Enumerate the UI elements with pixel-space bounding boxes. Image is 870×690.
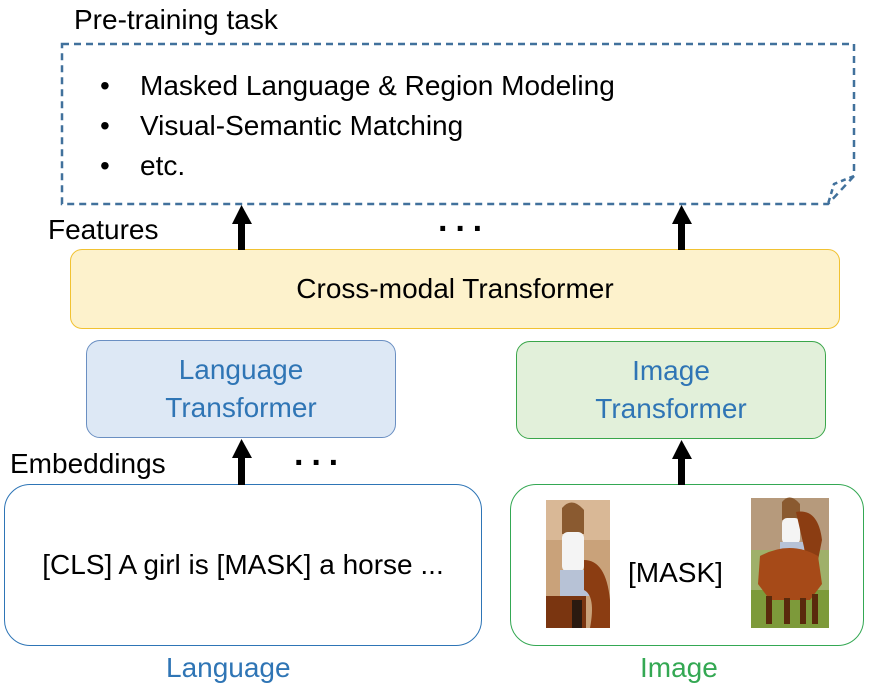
language-transformer: Language Transformer [86, 340, 396, 438]
task-item-label: Masked Language & Region Modeling [140, 70, 615, 101]
ellipsis-features: ··· [438, 210, 490, 248]
bullet: • [100, 110, 110, 141]
arrow-embeddings-left [232, 439, 252, 485]
language-input-box: [CLS] A girl is [MASK] a horse ... [4, 484, 482, 646]
features-label: Features [48, 214, 159, 245]
image-region-horse [751, 497, 829, 628]
image-mask-token: [MASK] [628, 557, 723, 588]
pretraining-title: Pre-training task [74, 4, 278, 35]
language-transformer-line1: Language [178, 354, 304, 385]
language-transformer-line2: Transformer [165, 392, 317, 423]
bullet: • [100, 70, 110, 101]
image-transformer-line1: Image [632, 355, 710, 386]
pretraining-box-fold [826, 174, 855, 205]
task-item-label: etc. [140, 150, 186, 181]
embeddings-label: Embeddings [10, 448, 166, 479]
image-transformer-line2: Transformer [595, 393, 747, 424]
image-transformer: Image Transformer [516, 341, 826, 439]
language-input-text: [CLS] A girl is [MASK] a horse ... [42, 549, 444, 580]
pretraining-box [60, 42, 856, 206]
task-item: • Masked Language & Region Modeling [100, 66, 615, 106]
arrow-features-right [672, 205, 692, 250]
cross-modal-transformer: Cross-modal Transformer [70, 249, 840, 329]
ellipsis-embeddings: ··· [294, 444, 346, 482]
task-item: • Visual-Semantic Matching [100, 106, 615, 146]
bullet: • [100, 150, 110, 181]
language-caption: Language [166, 652, 291, 683]
task-item: • etc. [100, 146, 615, 186]
arrow-embeddings-right [672, 440, 692, 485]
arrow-features-left [232, 205, 252, 250]
image-caption: Image [640, 652, 718, 683]
image-region-girl [546, 500, 610, 628]
pretraining-task-list: • Masked Language & Region Modeling • Visu… [100, 66, 615, 186]
cross-modal-label: Cross-modal Transformer [296, 273, 614, 304]
task-item-label: Visual-Semantic Matching [140, 110, 464, 141]
